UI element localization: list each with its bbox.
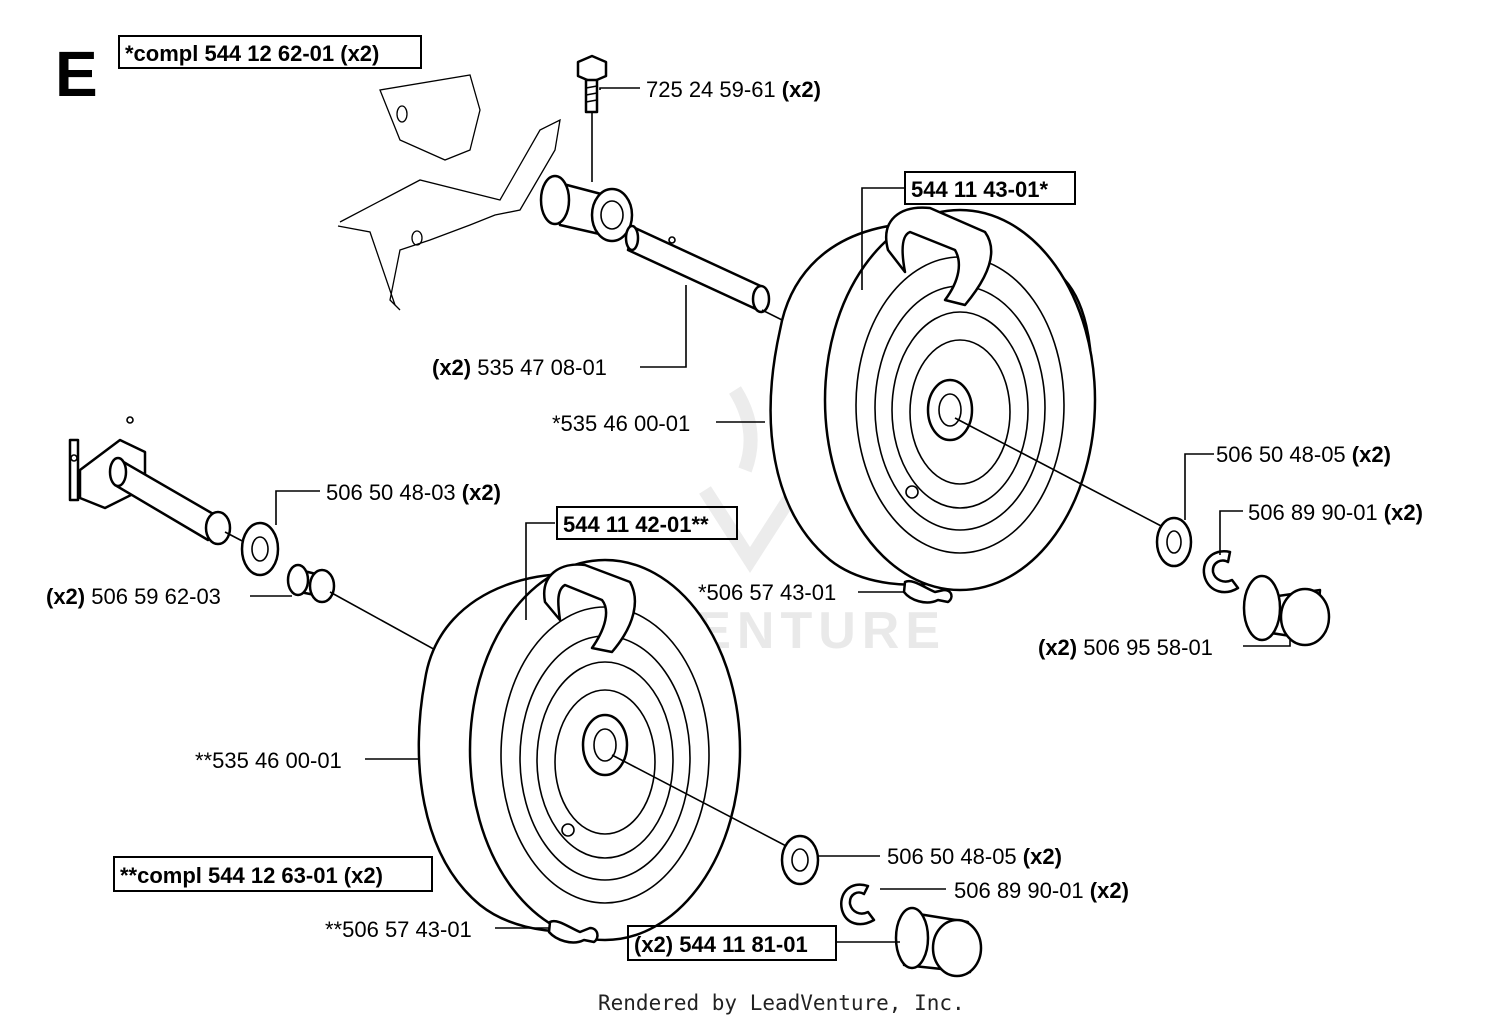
- callout-valve-bottom: **506 57 43-01: [325, 917, 472, 942]
- svg-text:*compl 544 12 62-01 (x2): *compl 544 12 62-01 (x2): [125, 41, 379, 66]
- svg-text:(x2) 544 11 81-01: (x2) 544 11 81-01: [634, 932, 808, 957]
- svg-text:*506 57 43-01: *506 57 43-01: [698, 580, 836, 605]
- svg-text:(x2) 535 47 08-01: (x2) 535 47 08-01: [432, 355, 607, 380]
- svg-text:(x2) 506 59 62-03: (x2) 506 59 62-03: [46, 584, 221, 609]
- callout-clip-br: 506 89 90-01 (x2): [954, 878, 1129, 903]
- valve-stem-top: [902, 579, 953, 604]
- svg-text:544 11 42-01**: 544 11 42-01**: [563, 512, 709, 537]
- spacer-tube: [539, 174, 634, 243]
- svg-text:506 89 90-01 (x2): 506 89 90-01 (x2): [1248, 500, 1423, 525]
- clip-top-right: [1202, 550, 1240, 594]
- svg-text:**compl 544 12 63-01 (x2): **compl 544 12 63-01 (x2): [120, 863, 383, 888]
- callout-cap-br: (x2) 544 11 81-01: [627, 925, 837, 961]
- svg-text:544 11 43-01*: 544 11 43-01*: [911, 177, 1048, 202]
- wheel-assembly-bottom: [417, 558, 791, 942]
- callout-washer-br: 506 50 48-05 (x2): [887, 844, 1062, 869]
- section-letter: E: [55, 38, 98, 110]
- bolt-725-24-59-61: [576, 54, 608, 182]
- svg-text:506 50 48-03 (x2): 506 50 48-03 (x2): [326, 480, 501, 505]
- washer-top-right: [1155, 516, 1193, 568]
- credit-text: Rendered by LeadVenture, Inc.: [598, 991, 965, 1015]
- valve-stem-bottom: [547, 919, 599, 944]
- svg-text:*535 46 00-01: *535 46 00-01: [552, 411, 690, 436]
- left-axle-bracket: [68, 416, 249, 546]
- callout-washer-tr: 506 50 48-05 (x2): [1216, 442, 1391, 467]
- cap-bottom-right: [894, 906, 983, 978]
- callout-compl-bottom: **compl 544 12 63-01 (x2): [113, 856, 433, 892]
- svg-text:725 24 59-61 (x2): 725 24 59-61 (x2): [646, 77, 821, 102]
- watermark-logo-icon: [699, 386, 801, 573]
- callout-valve-top: *506 57 43-01: [698, 580, 836, 605]
- washer-left: [240, 521, 280, 577]
- callout-bolt: 725 24 59-61 (x2): [646, 77, 821, 102]
- svg-text:506 89 90-01 (x2): 506 89 90-01 (x2): [954, 878, 1129, 903]
- svg-text:506 50 48-05 (x2): 506 50 48-05 (x2): [887, 844, 1062, 869]
- callout-washer-left: 506 50 48-03 (x2): [326, 480, 501, 505]
- callout-cap-tr: (x2) 506 95 58-01: [1038, 635, 1213, 660]
- callout-leaders: [250, 87, 1291, 943]
- svg-text:506 50 48-05 (x2): 506 50 48-05 (x2): [1216, 442, 1391, 467]
- svg-text:**506 57 43-01: **506 57 43-01: [325, 917, 472, 942]
- washer-bottom-right: [780, 834, 820, 886]
- callout-compl-top: *compl 544 12 62-01 (x2): [118, 35, 422, 69]
- callout-bushing: (x2) 506 59 62-03: [46, 584, 221, 609]
- callout-tire-top: *535 46 00-01: [552, 411, 690, 436]
- callout-tire-bottom: **535 46 00-01: [195, 748, 342, 773]
- svg-text:(x2) 506 95 58-01: (x2) 506 95 58-01: [1038, 635, 1213, 660]
- callout-axle-pin: (x2) 535 47 08-01: [432, 355, 607, 380]
- callout-wheel-bottom: 544 11 42-01**: [556, 506, 738, 540]
- callout-wheel-top: 544 11 43-01*: [904, 171, 1076, 205]
- cap-top-right: [1242, 574, 1331, 647]
- svg-text:**535 46 00-01: **535 46 00-01: [195, 748, 342, 773]
- clip-bottom-right: [839, 883, 876, 926]
- callout-clip-tr: 506 89 90-01 (x2): [1248, 500, 1423, 525]
- wheel-assembly-top: [769, 206, 1166, 592]
- mower-frame-bracket: [337, 74, 561, 311]
